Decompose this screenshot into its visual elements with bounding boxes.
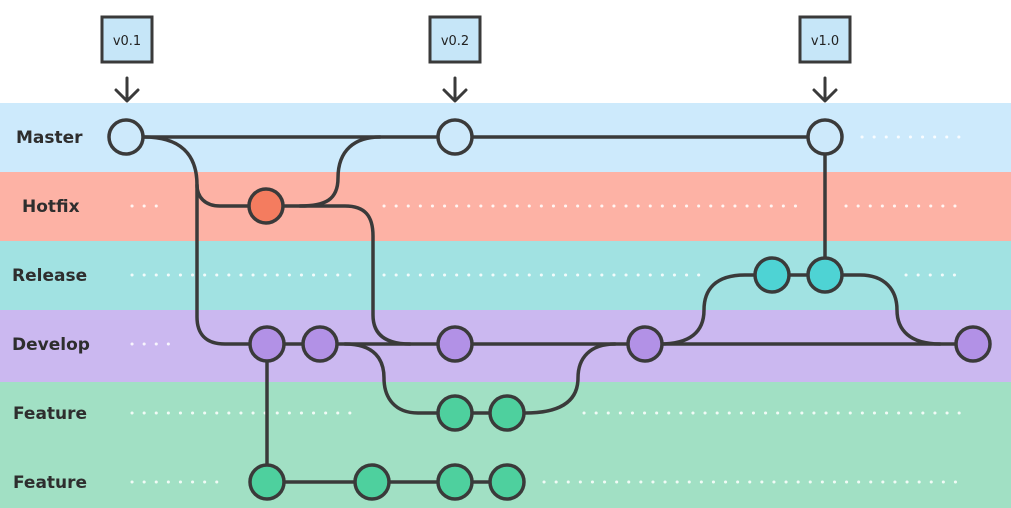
tag-v0-2: v0.2 [428,15,482,103]
commits [107,118,992,501]
commit-feature-2b[interactable] [353,463,391,501]
lane-label-develop: Develop [12,335,90,355]
release-merge-develop-edge [823,273,942,346]
commit-develop-3[interactable] [436,325,474,363]
tag-box [428,15,482,64]
tag-box [100,15,154,64]
commit-master-v1-0[interactable] [806,118,844,156]
lane-label-hotfix: Hotfix [22,197,80,217]
lane-label-master: Master [16,128,83,148]
tag-box [798,15,852,64]
tag-label: v0.2 [441,34,469,49]
commit-develop-2[interactable] [301,325,339,363]
tag-v1-0: v1.0 [798,15,852,103]
commit-release-2[interactable] [806,256,844,294]
arrow-down-icon [114,76,140,103]
tag-v0-1: v0.1 [100,15,154,103]
commit-develop-5[interactable] [954,325,992,363]
develop-branch-edge [195,183,269,346]
arrow-down-icon [442,76,468,103]
commit-feature-2c[interactable] [436,463,474,501]
commit-feature-1b[interactable] [488,394,526,432]
commit-release-1[interactable] [753,256,791,294]
commit-feature-2d[interactable] [488,463,526,501]
commit-master-v0-2[interactable] [436,118,474,156]
lane-label-feature-2: Feature [13,473,87,493]
hotfix-merge-develop-edge [298,204,412,346]
tag-label: v0.1 [113,34,141,49]
tag-label: v1.0 [811,34,839,49]
commit-feature-2a[interactable] [248,463,286,501]
commit-develop-4[interactable] [626,325,664,363]
lane-background-develop [0,310,1011,382]
commit-develop-1[interactable] [248,325,286,363]
lane-label-feature: Feature [13,404,87,424]
commit-feature-1a[interactable] [436,394,474,432]
lane-label-release: Release [12,266,87,286]
commit-master-v0-1[interactable] [107,118,145,156]
commit-hotfix[interactable] [247,187,285,225]
arrow-down-icon [812,76,838,103]
release-branch-edge [658,273,827,346]
lane-dotted-guides [130,135,964,484]
